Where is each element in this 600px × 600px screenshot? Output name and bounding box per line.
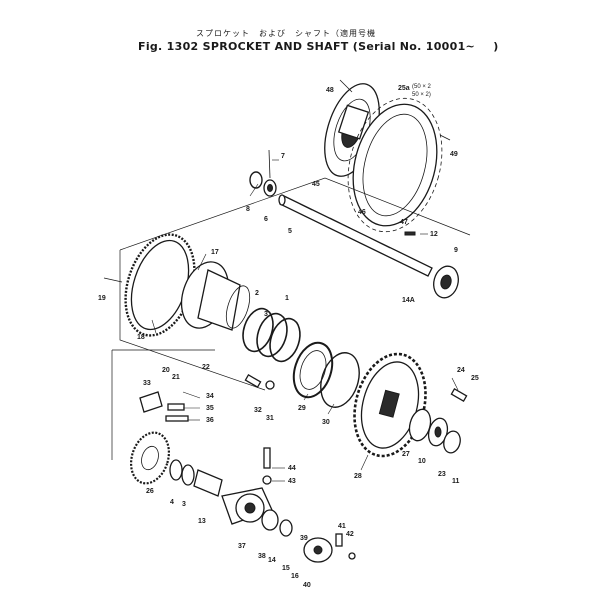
serial-range: (Serial No. 10001~ <box>352 40 476 53</box>
callout-20: 20 <box>162 367 170 374</box>
callout-39: 39 <box>300 535 308 542</box>
housing-37 <box>221 487 273 525</box>
callout-26: 26 <box>146 488 154 495</box>
callout-46: 46 <box>358 209 366 216</box>
callout-43: 43 <box>288 478 296 485</box>
callout-29: 29 <box>298 405 306 412</box>
sprocket-ring-46-47 <box>347 97 443 233</box>
callout-11: 11 <box>452 478 460 485</box>
callout-42: 42 <box>346 531 354 538</box>
callout-19: 19 <box>98 295 106 302</box>
callout-23: 23 <box>438 471 446 478</box>
callout-27: 27 <box>402 451 410 458</box>
bolt-24 <box>450 388 468 402</box>
seal-parts-38-39 <box>261 509 293 537</box>
callout-32: 32 <box>254 407 262 414</box>
floating-seal-29 <box>292 341 334 399</box>
upper-hub-45 <box>324 83 380 177</box>
note-25a-line1: (50 × 2 <box>412 84 432 90</box>
callout-15: 15 <box>282 565 290 572</box>
cap-11-23 <box>443 430 461 454</box>
callout-45: 45 <box>312 181 320 188</box>
callout-35: 35 <box>206 405 214 412</box>
callout-9: 9 <box>454 247 458 254</box>
callout-47: 47 <box>400 219 408 226</box>
leader-lines <box>151 159 459 482</box>
callout-33: 33 <box>143 380 151 387</box>
bolt-32-31 <box>244 374 275 390</box>
note-25a-ref: 25a <box>398 85 410 92</box>
callout-numbers: 48 49 45 46 47 7 6 8 5 12 9 17 19 18 14A… <box>98 87 479 589</box>
bracket-33 <box>139 391 189 422</box>
callout-41: 41 <box>338 523 346 530</box>
serial-close: ) <box>493 40 499 53</box>
callout-16: 16 <box>291 573 299 580</box>
callout-44: 44 <box>288 465 296 472</box>
snap-ring-8 <box>249 171 263 189</box>
callout-5: 5 <box>288 228 292 235</box>
callout-17: 17 <box>211 249 219 256</box>
callout-25: 25 <box>471 375 479 382</box>
note-25a-line2: 50 × 2) <box>412 92 431 98</box>
callout-21: 21 <box>172 374 180 381</box>
callout-14A: 14A <box>402 297 415 304</box>
figure-number: Fig. 1302 <box>138 40 199 53</box>
seal-rings-1-2-3 <box>242 307 301 363</box>
callout-49: 49 <box>450 151 458 158</box>
title-japanese: スプロケット および シャフト（適用号機 <box>196 29 376 38</box>
callout-24: 24 <box>457 367 465 374</box>
ring-gear-18 <box>124 233 196 337</box>
callout-14: 14 <box>268 557 276 564</box>
note-25a: 25a (50 × 2 50 × 2) <box>398 84 432 98</box>
callout-7: 7 <box>281 153 285 160</box>
small-gear-26 <box>129 431 171 485</box>
bearing-10-27 <box>408 408 449 447</box>
callout-30: 30 <box>322 419 330 426</box>
callout-28: 28 <box>354 473 362 480</box>
callout-13: 13 <box>198 518 206 525</box>
callout-36: 36 <box>206 417 214 424</box>
callout-34: 34 <box>206 393 214 400</box>
callout-3b: 3 <box>182 501 186 508</box>
bearing-9 <box>433 265 459 299</box>
o-ring-30 <box>320 352 360 408</box>
callout-48: 48 <box>326 87 334 94</box>
cap-40 <box>303 537 333 563</box>
callout-4: 4 <box>170 499 174 506</box>
callout-2a: 2 <box>255 290 259 297</box>
callout-38: 38 <box>258 553 266 560</box>
lower-frame-left <box>111 349 215 460</box>
assembly-frame <box>119 177 471 391</box>
bolt-44-43 <box>262 447 272 485</box>
callout-6: 6 <box>264 216 268 223</box>
spacers-3-4-13 <box>169 459 223 497</box>
figure-name: SPROCKET AND SHAFT <box>202 40 349 53</box>
callout-40: 40 <box>303 582 311 589</box>
callout-12: 12 <box>430 231 438 238</box>
callout-1: 1 <box>285 295 289 302</box>
shaft-5 <box>278 194 433 277</box>
callout-8: 8 <box>246 206 250 213</box>
callout-31: 31 <box>266 415 274 422</box>
callout-3a: 3 <box>264 311 268 318</box>
fasteners-41-42 <box>335 533 356 560</box>
figure-title: Fig. 1302 SPROCKET AND SHAFT (Serial No.… <box>138 40 499 53</box>
collar-6 <box>263 179 277 197</box>
hub-17 <box>180 261 251 331</box>
callout-22: 22 <box>202 364 210 371</box>
callout-18: 18 <box>137 334 145 341</box>
callout-10: 10 <box>418 458 426 465</box>
callout-37: 37 <box>238 543 246 550</box>
